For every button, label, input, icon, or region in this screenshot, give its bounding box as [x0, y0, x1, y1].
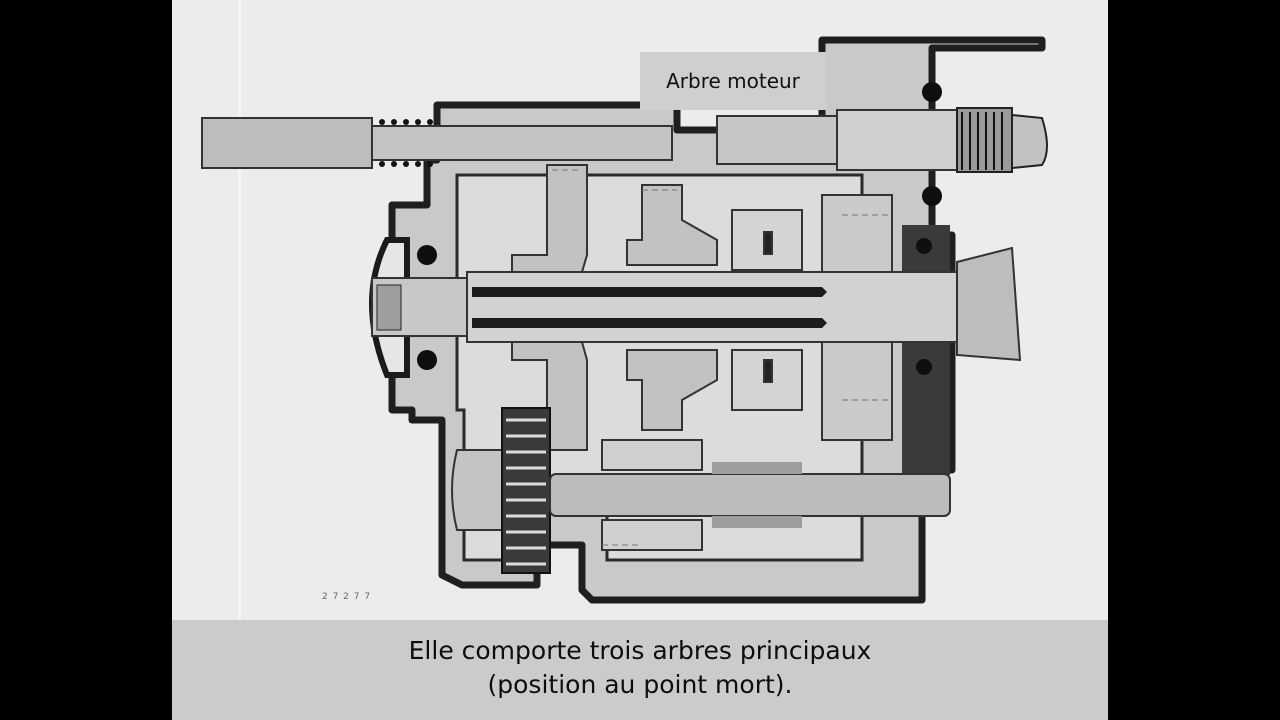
caption-line-2: (position au point mort). — [487, 670, 793, 699]
input-shaft — [201, 107, 1048, 173]
thread — [961, 112, 1003, 170]
bearing-balls — [417, 82, 942, 375]
gearbox-cross-section — [201, 36, 1048, 604]
spring-coils — [379, 119, 433, 167]
caption-line-1: Elle comporte trois arbres principaux — [408, 636, 872, 665]
small-mark: 2 7 2 7 7 — [322, 592, 372, 602]
lay-shaft — [451, 407, 951, 574]
film-frame: Arbre moteur 2 7 2 7 7 Elle comporte tro… — [172, 0, 1108, 720]
main-shaft-gears — [511, 164, 893, 451]
film-scratch — [238, 0, 241, 720]
caption: Elle comporte trois arbres principaux (p… — [172, 634, 1108, 702]
label-arbre-moteur: Arbre moteur — [666, 69, 800, 93]
caption-band — [172, 620, 1108, 720]
label-callout: Arbre moteur — [640, 52, 826, 110]
main-shaft — [371, 246, 1022, 362]
